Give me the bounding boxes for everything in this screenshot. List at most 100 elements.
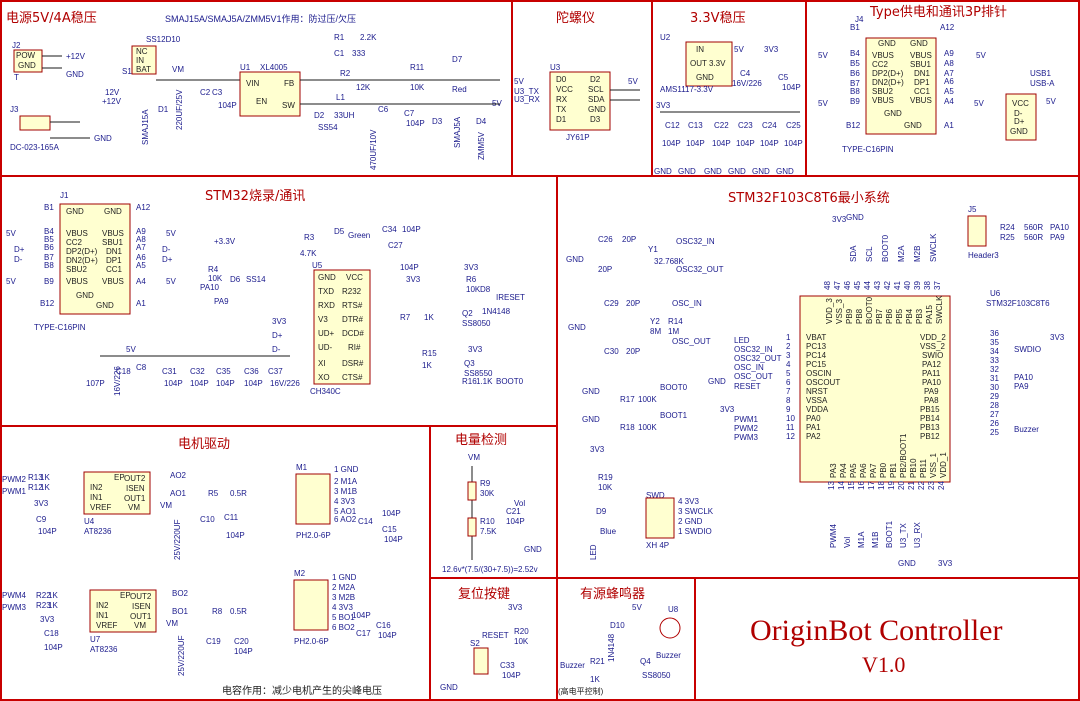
label-v5: 5V (166, 229, 176, 238)
label-gnd: GND (728, 167, 746, 176)
label-v33: 3V3 (40, 615, 55, 624)
note-power: SMAJ15A/SMAJ5A/ZMM5V1作用：防过压/欠压 (165, 13, 356, 24)
label-u8n: Buzzer (656, 651, 681, 660)
label-u6n: STM32F103C8T6 (986, 299, 1050, 308)
label-r2: R2 (340, 69, 351, 78)
mcu-pin-8: 8 (786, 396, 791, 405)
label-c104: 104P (378, 631, 397, 640)
title-reg33: 3.3V稳压 (690, 10, 746, 26)
label-b7: B7 (850, 79, 860, 88)
label-c6v: 470UF/10V (369, 129, 378, 170)
label-gnd: GND (94, 134, 112, 143)
label-r19: R19 (598, 473, 613, 482)
label-c30: C30 (604, 347, 619, 356)
label-gnd: GND (898, 559, 916, 568)
label-m1n: PH2.0-6P (296, 531, 331, 540)
usb1-connector (1005, 93, 1037, 141)
label-r22: R22 (36, 591, 51, 600)
mcu-section: C26 20P 20P Y1 32.768K OSC32_IN OSC32_OU… (566, 205, 1070, 568)
label-b5: B5 (850, 59, 860, 68)
label-b9: B9 (44, 277, 54, 286)
label-v33: 3V3 (508, 603, 523, 612)
mcu-pin-name-boot0: BOOT0 (865, 296, 874, 324)
label-v5: 5V (818, 99, 828, 108)
mcu-pin-16: 16 (857, 481, 866, 490)
label-pc14: PC14 (806, 351, 827, 360)
label-vbat: VBAT (806, 333, 826, 342)
label-cts: CTS# (342, 373, 363, 382)
j3-dc-jack (19, 115, 51, 131)
label-ss1: SS12D10 (146, 35, 181, 44)
label-u7: U7 (90, 635, 101, 644)
label-oscinp: OSCIN (806, 369, 832, 378)
label-v5: 5V (166, 277, 176, 286)
label-c14: C14 (358, 517, 373, 526)
label-gnd: GND (18, 61, 36, 70)
label-pwm2: PWM2 (734, 424, 759, 433)
label-usb1n: USB-A (1030, 79, 1055, 88)
mcu-pin-13: 13 (827, 481, 836, 490)
label-swdio: SWDIO (1014, 345, 1041, 354)
label-u2: U2 (660, 33, 671, 42)
mcu-pin-name-pb8: PB8 (855, 308, 864, 324)
label-v5: 5V (126, 345, 136, 354)
label-d2p: D2 (590, 75, 601, 84)
label-r1v: 2.2K (360, 33, 377, 42)
label-c13: C13 (688, 121, 703, 130)
label-reset: RESET (482, 631, 509, 640)
label-r12: R12 (28, 483, 43, 492)
label-b6: B6 (44, 243, 54, 252)
label-c2v: 220UF/25V (175, 89, 184, 130)
label-b1: B1 (850, 23, 860, 32)
label-c33: C33 (500, 661, 515, 670)
label-a5: A5 (944, 87, 954, 96)
mcu-pin-name-pa7: PA7 (869, 463, 878, 478)
label-vbus: VBUS (102, 229, 124, 238)
label-u3tx: U3_TX (514, 87, 540, 96)
u6-stm32f103c8t6 (799, 295, 951, 483)
label-c18: C18 (116, 367, 131, 376)
label-vbus: VBUS (66, 277, 88, 286)
mcu-pin-27: 27 (990, 410, 999, 419)
title-reset: 复位按键 (458, 587, 510, 602)
mcu-net-sda: SDA (849, 245, 858, 262)
label-vbus: VBUS (910, 51, 932, 60)
label-sbu1: SBU1 (910, 60, 931, 69)
buzzer-section: 5V D10 1N4148 U8 Buzzer Buzzer R21 1K Q4… (558, 603, 681, 696)
label-cc2: CC2 (872, 60, 889, 69)
mcu-pin-21: 21 (907, 481, 916, 490)
label-ep: EP (120, 591, 131, 600)
label-r16v: 1.1K (476, 377, 493, 386)
label-dm: D- (272, 345, 281, 354)
label-m2_1: 1 GND (332, 573, 357, 582)
label-dp: D+ (162, 255, 173, 264)
label-d9: D9 (596, 507, 607, 516)
label-c104: 104P (712, 139, 731, 148)
label-gnd: GND (704, 167, 722, 176)
mcu-pin-18: 18 (877, 481, 886, 490)
s2-reset-button[interactable] (473, 647, 489, 675)
label-swd1: 1 SWDIO (678, 527, 712, 536)
label-pb14: PB14 (920, 414, 940, 423)
swd-header (645, 497, 675, 539)
label-a1: A1 (944, 121, 954, 130)
label-c18: C18 (44, 629, 59, 638)
label-dp2: DP2(D+) (872, 69, 904, 78)
u7-at8236 (89, 589, 157, 633)
title-power: 电源5V/4A稳压 (6, 10, 97, 26)
label-v16: 16V/226 (270, 379, 300, 388)
label-c34: C34 (382, 225, 397, 234)
label-c1: C1 (334, 49, 345, 58)
label-q2: Q2 (462, 309, 473, 318)
label-d2: D2 (314, 111, 325, 120)
label-u3rx: U3_RX (514, 95, 540, 104)
label-nc: NC (136, 47, 148, 56)
label-pa12: PA12 (922, 360, 942, 369)
label-vbus: VBUS (872, 96, 894, 105)
label-ss14: SS14 (246, 275, 266, 284)
label-vbus: VBUS (872, 51, 894, 60)
label-usb1: USB1 (1030, 69, 1051, 78)
label-u1: U1 (240, 63, 251, 72)
label-v5: 5V (1046, 97, 1056, 106)
